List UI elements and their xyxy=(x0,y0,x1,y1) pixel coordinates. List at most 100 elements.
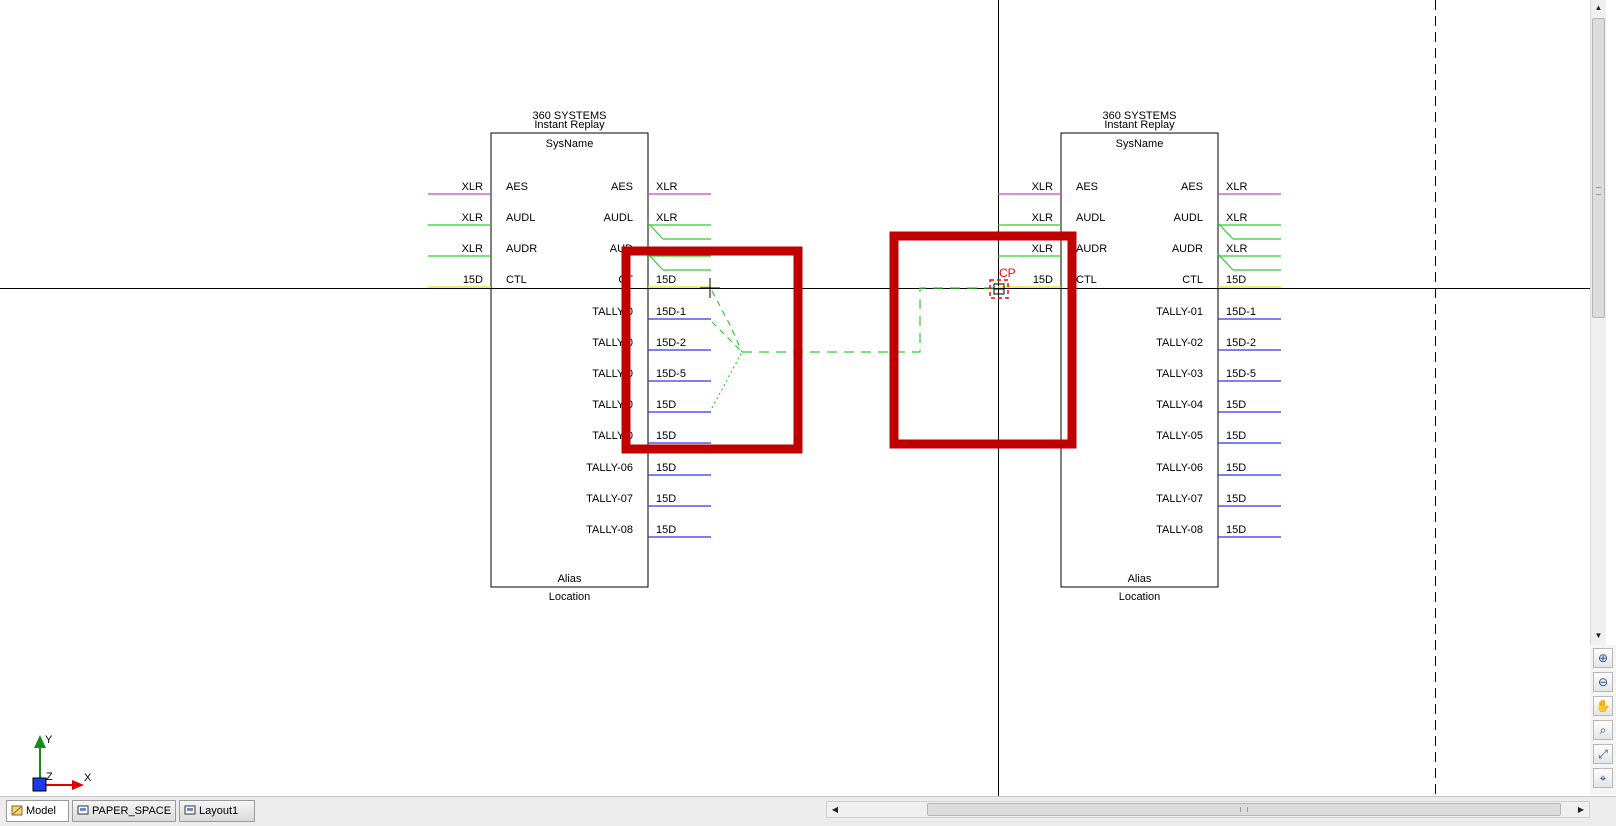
input-connector-label: XLR xyxy=(462,243,483,255)
device-alias: Alias xyxy=(1128,573,1152,585)
scroll-down-icon[interactable]: ▼ xyxy=(1594,631,1603,640)
horizontal-scroll-thumb[interactable] xyxy=(927,803,1561,816)
output-connector-label: 15D xyxy=(656,493,676,505)
device-model: Instant Replay xyxy=(534,119,605,131)
horizontal-scrollbar[interactable]: ◀ ▶ xyxy=(826,801,1590,818)
cursor-crosshair xyxy=(700,278,720,298)
output-connector-label: 15D-1 xyxy=(656,306,686,318)
output-port-label: CTL xyxy=(1182,274,1203,286)
output-connector-label: 15D xyxy=(656,274,676,286)
layout-icon xyxy=(184,803,196,815)
ucs-icon: Y X Z xyxy=(32,734,92,792)
tab-model[interactable]: Model xyxy=(6,800,69,822)
output-port-label: TALLY-03 xyxy=(1156,368,1203,380)
tab-layout1[interactable]: Layout1 xyxy=(179,800,255,822)
output-connector-label: XLR xyxy=(1226,243,1247,255)
vertical-scrollbar[interactable]: ▲ ▼ xyxy=(1590,0,1606,645)
pan-hand-icon[interactable]: ✋ xyxy=(1593,696,1613,716)
device-location: Location xyxy=(549,591,591,603)
output-port-label: AES xyxy=(611,181,633,193)
input-connector-label: XLR xyxy=(1032,243,1053,255)
input-connector-label: XLR xyxy=(1032,181,1053,193)
output-connector-label: 15D-1 xyxy=(1226,306,1256,318)
output-connector-label: 15D xyxy=(1226,430,1246,442)
input-connector-label: XLR xyxy=(462,181,483,193)
highlight-box-right xyxy=(889,231,1077,449)
device-manufacturer: 360 SYSTEMS xyxy=(533,110,607,122)
output-connector-label: 15D-2 xyxy=(656,337,686,349)
input-port-label: AUDL xyxy=(1076,212,1105,224)
snap-label: CP xyxy=(999,266,1016,280)
input-port-label: AUDR xyxy=(1076,243,1107,255)
output-port-label: TALLY-06 xyxy=(586,462,633,474)
output-connector-label: XLR xyxy=(1226,181,1247,193)
wire-fanout xyxy=(711,287,996,409)
input-port-label: AES xyxy=(1076,181,1098,193)
output-connector-label: XLR xyxy=(656,212,677,224)
device-manufacturer: 360 SYSTEMS xyxy=(1103,110,1177,122)
output-port-label: TALLY-08 xyxy=(1156,524,1203,536)
zoom-window-icon[interactable]: ⌕ xyxy=(1593,720,1613,740)
input-port-label: CTL xyxy=(506,274,527,286)
output-wire-bend xyxy=(647,253,664,271)
device-location: Location xyxy=(1119,591,1161,603)
output-port-label: TALLY-06 xyxy=(1156,462,1203,474)
scroll-up-icon[interactable]: ▲ xyxy=(1594,3,1603,12)
output-connector-label: XLR xyxy=(656,181,677,193)
device-sysname: SysName xyxy=(1116,138,1164,150)
layout-icon xyxy=(77,803,89,815)
output-connector-label: 15D xyxy=(656,430,676,442)
output-port-label: TALLY-07 xyxy=(1156,493,1203,505)
output-port-label: TALLY-02 xyxy=(1156,337,1203,349)
input-connector-label: XLR xyxy=(462,212,483,224)
scroll-left-icon[interactable]: ◀ xyxy=(831,805,839,814)
highlight-box-left xyxy=(621,246,803,454)
output-connector-label: 15D xyxy=(1226,399,1246,411)
zoom-out-icon[interactable]: ⊖ xyxy=(1593,672,1613,692)
device-sysname: SysName xyxy=(546,138,594,150)
output-connector-label: 15D xyxy=(656,399,676,411)
zoom-realtime-icon[interactable]: ⌖ xyxy=(1593,768,1613,788)
resize-corner xyxy=(1592,801,1612,821)
output-port-label: TALLY-05 xyxy=(1156,430,1203,442)
layout-tab-bar: Model PAPER_SPACE Layout1 ◀ ▶ xyxy=(0,796,1616,826)
device-outline xyxy=(490,132,649,588)
output-connector-label: 15D-5 xyxy=(1226,368,1256,380)
output-port-label: TALLY-04 xyxy=(1156,399,1203,411)
output-wire-bend xyxy=(1217,222,1234,240)
output-port-label: TALLY-01 xyxy=(1156,306,1203,318)
input-connector-label: 15D xyxy=(1033,274,1053,286)
output-connector-label: 15D xyxy=(1226,462,1246,474)
device-model: Instant Replay xyxy=(1104,119,1175,131)
output-connector-label: 15D-2 xyxy=(1226,337,1256,349)
svg-text:Y: Y xyxy=(45,734,53,746)
input-connector-label: 15D xyxy=(463,274,483,286)
input-port-label: AUDR xyxy=(506,243,537,255)
output-port-label: TALLY-07 xyxy=(586,493,633,505)
svg-text:Z: Z xyxy=(46,771,53,783)
snap-marker: CP xyxy=(989,266,1016,299)
output-wire-bend xyxy=(1217,253,1234,271)
tab-paper-space[interactable]: PAPER_SPACE xyxy=(72,800,176,822)
output-port-label: AUDL xyxy=(604,212,633,224)
output-connector-label: XLR xyxy=(1226,212,1247,224)
scroll-right-icon[interactable]: ▶ xyxy=(1577,805,1585,814)
vertical-scroll-thumb[interactable] xyxy=(1592,18,1605,318)
output-wire-bend xyxy=(647,222,664,240)
device-outline xyxy=(1060,132,1219,588)
zoom-in-icon[interactable]: ⊕ xyxy=(1593,648,1613,668)
input-port-label: AUDL xyxy=(506,212,535,224)
output-port-label: AUDL xyxy=(1174,212,1203,224)
output-connector-label: 15D xyxy=(1226,274,1246,286)
zoom-extents-icon[interactable]: ⤢ xyxy=(1593,744,1613,764)
navigation-toolbar: ⊕ ⊖ ✋ ⌕ ⤢ ⌖ xyxy=(1590,645,1616,795)
input-port-label: AES xyxy=(506,181,528,193)
output-port-label: TALLY-08 xyxy=(586,524,633,536)
output-port-label: AUDR xyxy=(1172,243,1203,255)
input-port-label: CTL xyxy=(1076,274,1097,286)
output-connector-label: 15D xyxy=(1226,493,1246,505)
output-connector-label: 15D xyxy=(656,524,676,536)
